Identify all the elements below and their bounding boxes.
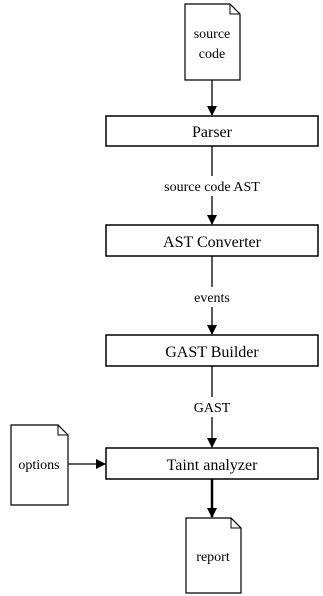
edge-label-events: events [194,291,230,306]
parser-label: Parser [192,124,233,141]
gast-builder-box: GAST Builder [105,334,319,367]
ast-converter-label: AST Converter [163,234,262,251]
gast-builder-label: GAST Builder [165,344,259,361]
edge-label-source-code-ast: source code AST [164,180,260,195]
options-document: options [10,424,69,506]
taint-analyzer-label: Taint analyzer [167,457,259,474]
report-document: report [185,517,242,594]
edge-label-gast: GAST [194,401,231,416]
parser-box: Parser [105,115,319,147]
options-label: options [18,458,59,473]
source-code-document: source code [184,3,241,81]
taint-analyzer-box: Taint analyzer [105,447,319,480]
source-code-label-line2: code [199,47,225,62]
source-code-label-line1: source [194,27,231,42]
ast-converter-box: AST Converter [105,224,319,257]
report-label: report [196,550,230,565]
